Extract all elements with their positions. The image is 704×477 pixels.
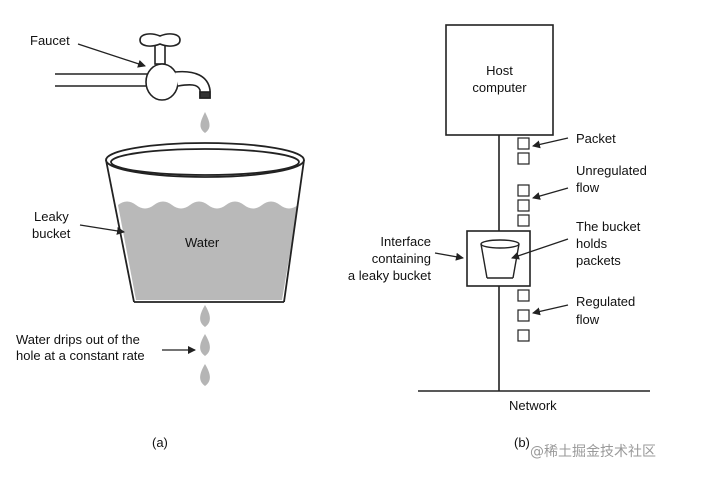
panel-b-arrows [434,137,569,316]
unregulated-label-line1: Unregulated [576,163,647,178]
unregulated-label-line2: flow [576,180,600,195]
regulated-label-line1: Regulated [576,294,636,309]
caption-a: (a) [152,435,168,450]
leaky-bucket-label-line2: bucket [32,226,71,241]
bucket-holds-label-line1: The bucket [576,219,641,234]
host-label-line1: Host [486,63,513,78]
leaky-bucket-label-line1: Leaky [34,209,69,224]
drips-label-line1: Water drips out of the [16,332,140,347]
faucet-arrow [77,43,146,68]
drips-icon [200,305,210,386]
faucet-label: Faucet [30,33,70,48]
drips-label-line2: hole at a constant rate [16,348,145,363]
host-label-line2: computer [472,80,527,95]
interface-label-line3: a leaky bucket [347,268,431,283]
small-bucket-icon [480,239,520,279]
bucket-holds-label-line2: holds [576,236,608,251]
network-label: Network [509,398,557,413]
packet-squares [517,137,530,342]
interface-label-line2: containing [371,251,431,266]
bucket-water [118,201,298,300]
interface-label-line1: Interface [380,234,431,249]
water-drop-icon [200,112,210,133]
faucet-icon [55,33,211,101]
leaky-bucket-arrow [79,224,125,235]
watermark: @稀土掘金技术社区 [530,444,656,460]
caption-b: (b) [514,435,530,450]
leaky-bucket-icon [105,142,305,303]
packet-label: Packet [576,131,616,146]
bucket-holds-label-line3: packets [576,253,621,268]
regulated-label-line2: flow [576,312,600,327]
water-label: Water [185,235,220,250]
host-computer-box [445,24,554,136]
